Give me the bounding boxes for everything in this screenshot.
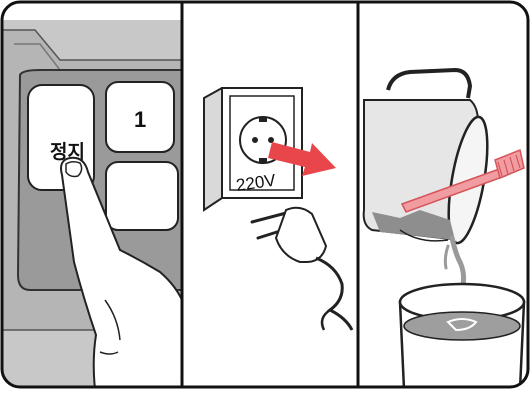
- panel-pour-water: [358, 0, 530, 389]
- panel-unplug: 220V: [182, 0, 358, 389]
- number-button-label: 1: [134, 107, 146, 132]
- number-button: 1: [106, 82, 174, 152]
- water-cup: [400, 284, 524, 389]
- blank-button: [106, 162, 178, 230]
- panel-stop-button: 정지 1: [0, 0, 182, 389]
